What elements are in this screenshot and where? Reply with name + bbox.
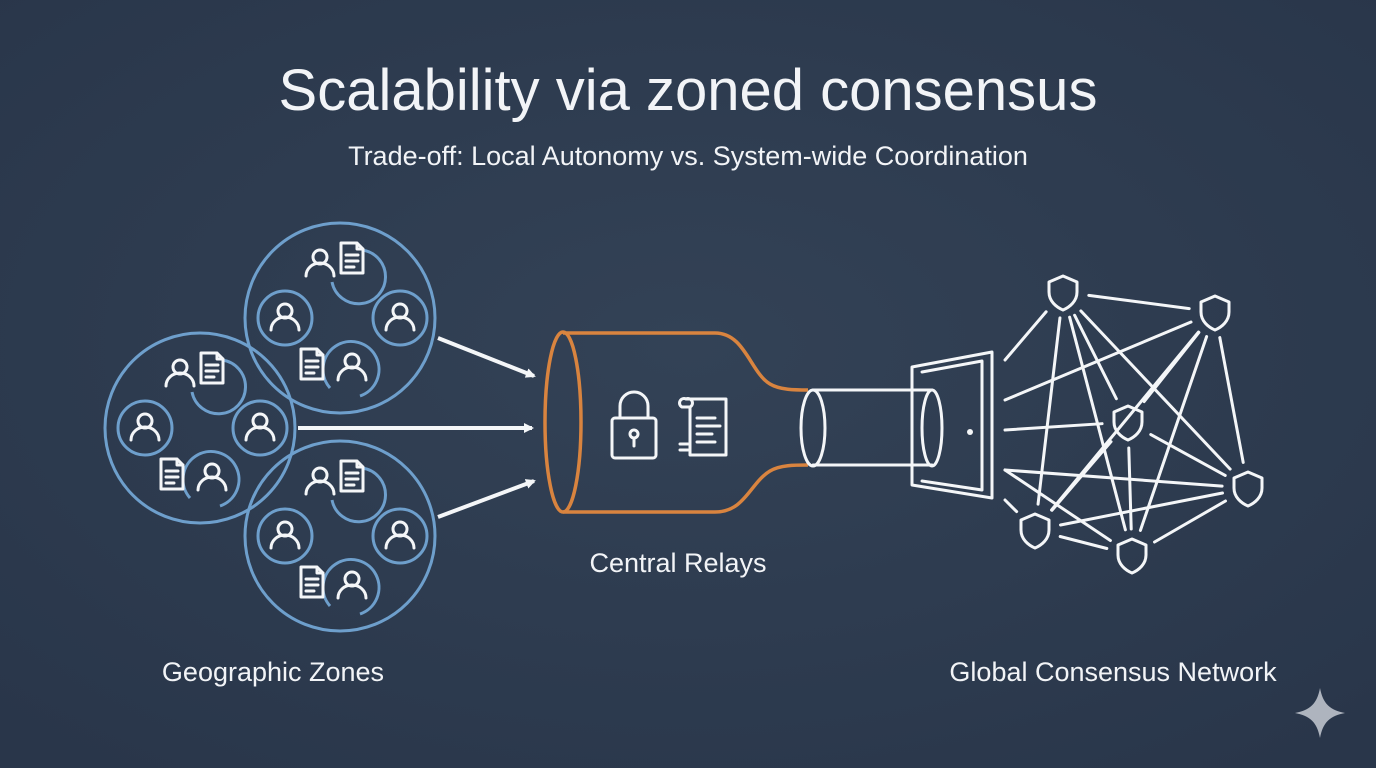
central-relays-label: Central Relays bbox=[589, 548, 766, 578]
page-title: Scalability via zoned consensus bbox=[279, 58, 1098, 123]
door-icon bbox=[910, 350, 994, 500]
page-subtitle: Trade-off: Local Autonomy vs. System-wid… bbox=[348, 141, 1028, 171]
arrow-south bbox=[437, 479, 536, 519]
network-link bbox=[1142, 330, 1201, 404]
central-relay-funnel bbox=[543, 330, 809, 514]
network-link bbox=[1058, 534, 1109, 551]
network-link bbox=[1079, 309, 1232, 471]
network-link bbox=[1127, 446, 1133, 531]
network-link bbox=[1003, 468, 1224, 488]
network-link bbox=[1218, 336, 1245, 464]
network-link bbox=[1073, 313, 1118, 401]
network-link bbox=[1153, 499, 1227, 544]
lock-icon bbox=[610, 390, 658, 460]
geographic-zones-label: Geographic Zones bbox=[162, 657, 384, 687]
global-network-label: Global Consensus Network bbox=[949, 657, 1277, 687]
global-consensus-network bbox=[1003, 274, 1264, 575]
network-link bbox=[1003, 422, 1104, 432]
sparkle-icon bbox=[1295, 688, 1345, 738]
network-link bbox=[1003, 320, 1193, 402]
zone-arrows bbox=[298, 336, 536, 519]
network-link bbox=[1003, 468, 1112, 543]
network-link bbox=[1059, 491, 1224, 527]
scroll-icon bbox=[678, 397, 728, 457]
network-link bbox=[1138, 335, 1209, 532]
arrow-north bbox=[437, 336, 536, 378]
network-link bbox=[1149, 433, 1227, 477]
network-link bbox=[1003, 498, 1019, 514]
network-link bbox=[1003, 310, 1048, 362]
network-link bbox=[1087, 293, 1191, 311]
